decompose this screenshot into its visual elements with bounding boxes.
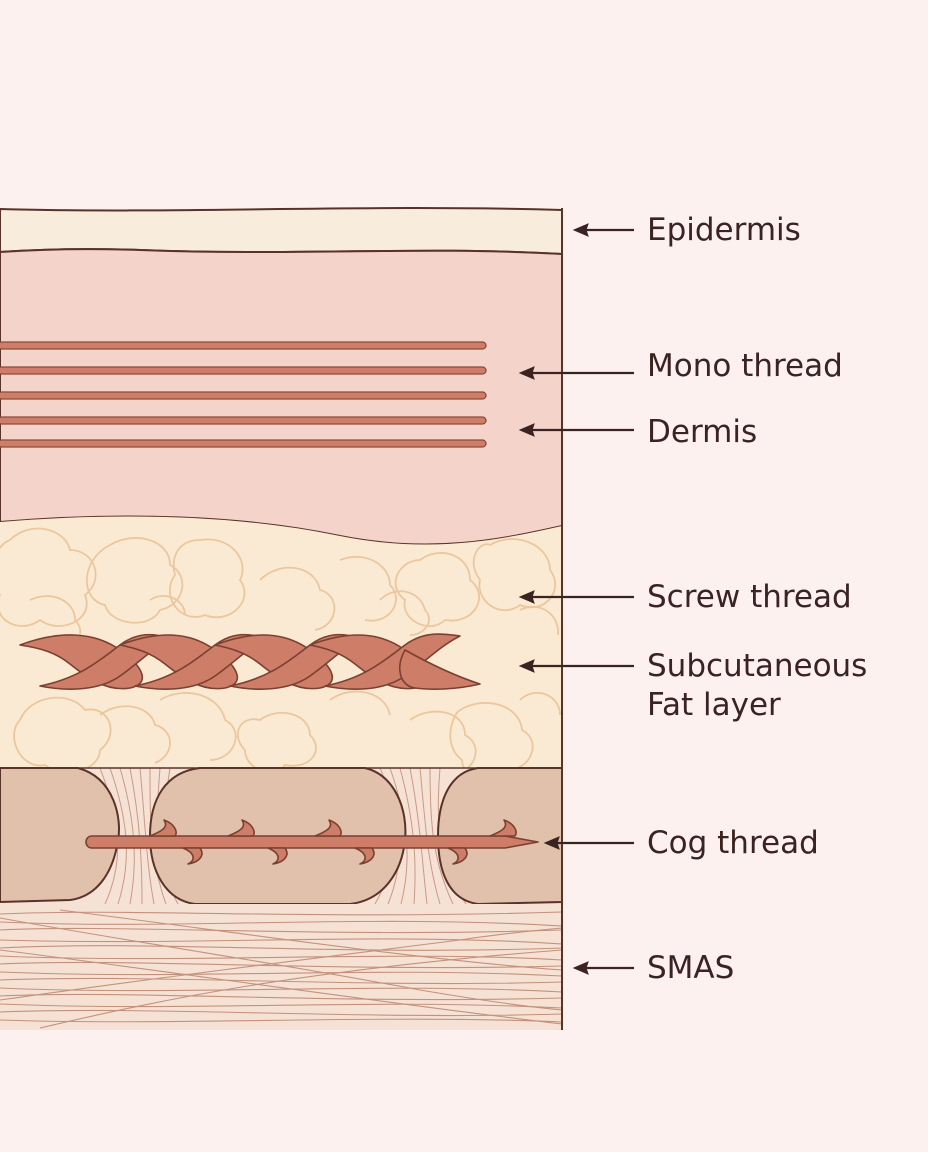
arrow-mono-thread xyxy=(518,366,634,380)
muscle-lobe-left xyxy=(0,767,120,904)
screw-thread xyxy=(19,633,481,690)
label-epidermis: Epidermis xyxy=(647,212,801,248)
mono-thread-line xyxy=(0,439,487,448)
arrow-epidermis xyxy=(572,223,634,237)
mono-thread-line xyxy=(0,391,487,400)
mono-thread-line xyxy=(0,366,487,375)
arrow-smas xyxy=(572,961,634,975)
arrow-dermis xyxy=(518,423,634,437)
epidermis-layer xyxy=(0,207,563,256)
arrow-screw-thread xyxy=(518,590,634,604)
label-subcutaneous: Subcutaneous xyxy=(647,648,867,684)
label-smas: SMAS xyxy=(647,950,734,986)
label-dermis: Dermis xyxy=(647,414,757,450)
arrow-subcutaneous xyxy=(518,659,634,673)
cog-thread xyxy=(85,819,539,865)
pointer-arrows xyxy=(518,223,634,975)
mono-thread-line xyxy=(0,416,487,425)
mono-threads xyxy=(0,341,487,448)
arrow-cog-thread xyxy=(543,836,634,850)
label-screw-thread: Screw thread xyxy=(647,579,852,615)
label-mono-thread: Mono thread xyxy=(647,348,843,384)
mono-thread-line xyxy=(0,341,487,350)
smas-fibers xyxy=(0,909,562,1029)
label-cog-thread: Cog thread xyxy=(647,825,819,861)
label-fat-layer: Fat layer xyxy=(647,687,781,723)
